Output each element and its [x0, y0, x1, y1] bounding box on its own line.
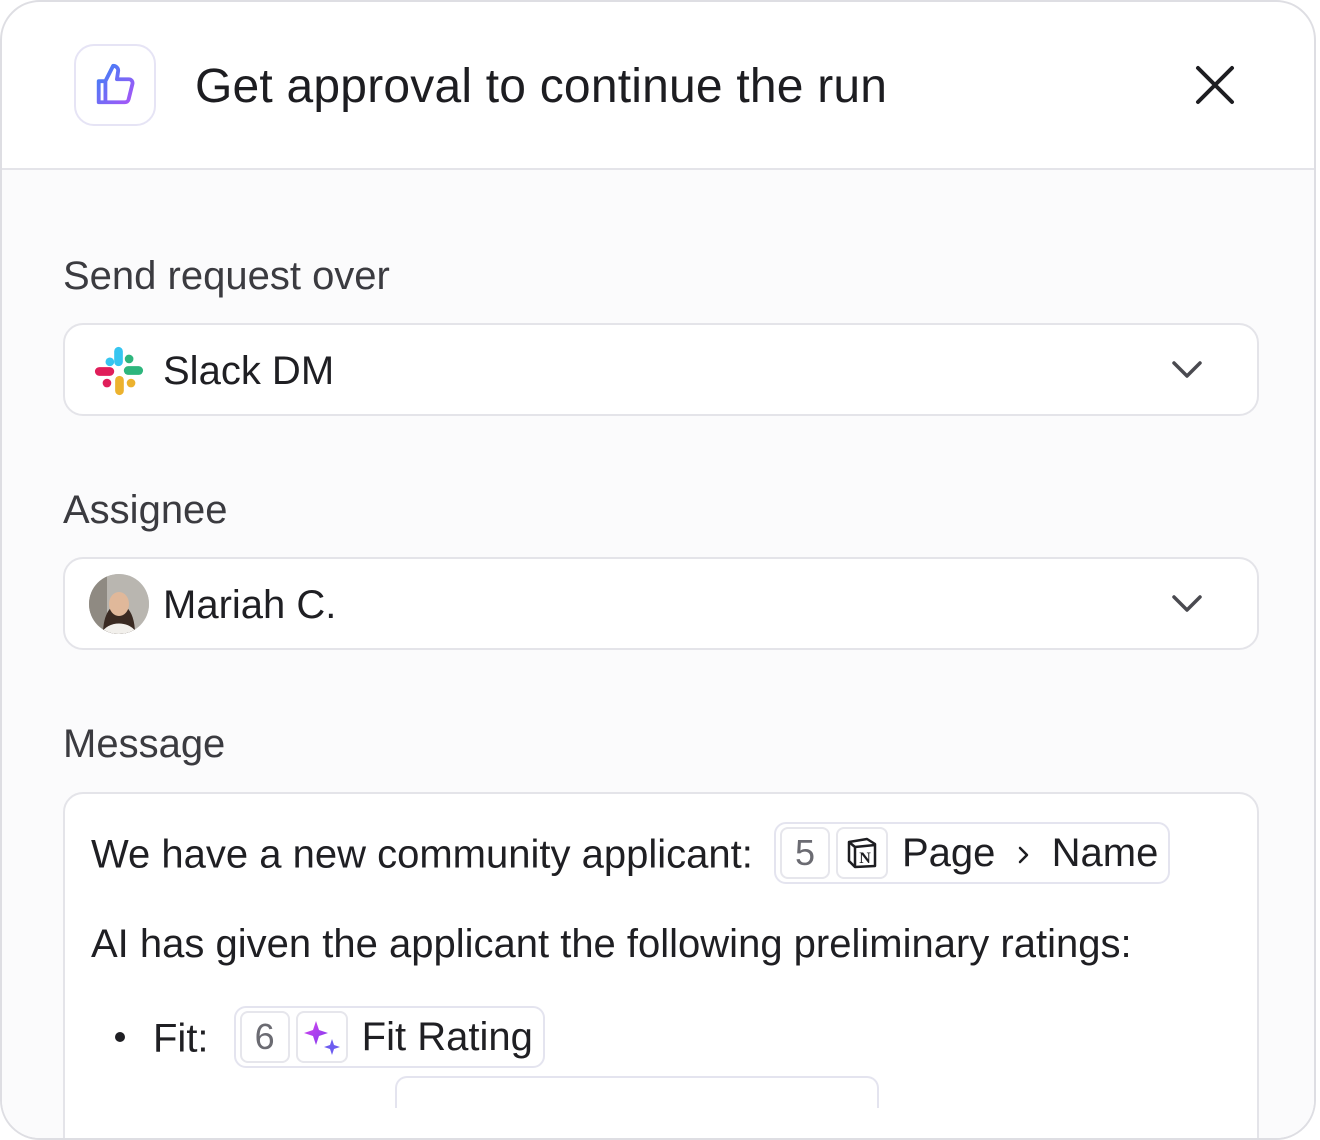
variable-token[interactable]: 5 N Page Name [773, 822, 1171, 884]
send-request-label: Send request over [63, 254, 390, 298]
thumbs-up-icon [74, 44, 156, 126]
token-path: Page Name [902, 829, 1164, 877]
notion-icon: N [835, 827, 888, 879]
sparkle-ai-icon [295, 1011, 348, 1063]
message-line-1: We have a new community applicant: 5 N P… [91, 822, 1171, 888]
list-item: Fit: 6 [115, 1006, 545, 1072]
chevron-down-icon [1172, 595, 1202, 612]
assignee-label: Assignee [63, 488, 228, 532]
chevron-down-icon [1172, 361, 1202, 378]
send-request-select[interactable]: Slack DM [63, 323, 1259, 416]
message-text: We have a new community applicant: [91, 832, 753, 877]
message-label: Message [63, 722, 226, 766]
variable-token[interactable] [395, 1076, 879, 1108]
token-text: Fit Rating [361, 1015, 533, 1059]
bullet [115, 1032, 125, 1042]
avatar [89, 574, 149, 634]
assignee-select[interactable]: Mariah C. [63, 557, 1259, 650]
close-icon[interactable] [1194, 64, 1236, 106]
assignee-value: Mariah C. [163, 583, 337, 627]
send-request-value: Slack DM [163, 349, 335, 393]
chevron-right-icon [1018, 847, 1028, 864]
variable-token[interactable]: 6 Fit Rati [233, 1006, 545, 1068]
message-editor[interactable]: We have a new community applicant: 5 N P… [63, 792, 1259, 1138]
slack-icon [94, 346, 144, 396]
panel-body: Send request over Slack DM Assignee [2, 170, 1314, 1138]
page-title: Get approval to continue the run [195, 60, 888, 113]
svg-text:N: N [859, 850, 871, 867]
step-number: 6 [239, 1011, 290, 1063]
token-path-part: Page [901, 831, 996, 875]
panel-header: Get approval to continue the run [2, 2, 1314, 170]
message-line-2: AI has given the applicant the following… [91, 922, 1132, 966]
token-path-part: Name [1051, 831, 1159, 875]
step-number: 5 [779, 827, 830, 879]
rating-label: Fit: [153, 1016, 209, 1061]
